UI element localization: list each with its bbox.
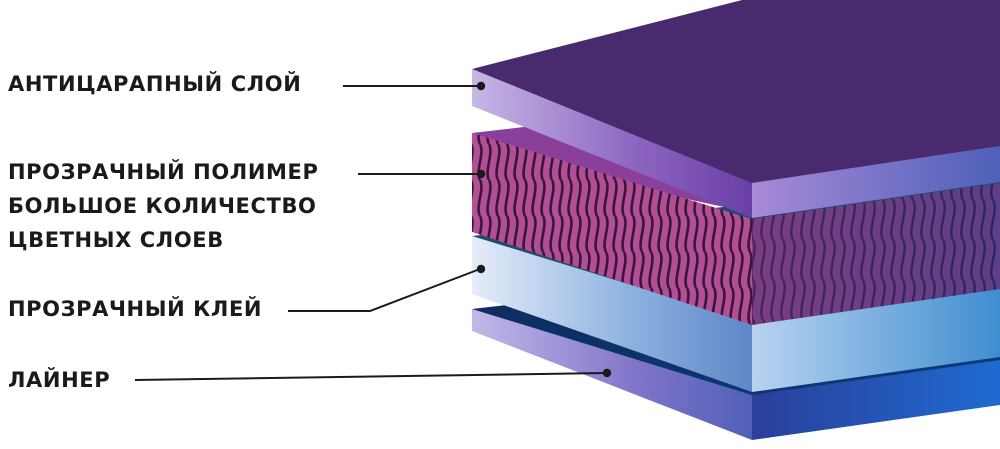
label-anti-scratch-text: АНТИЦАРАПНЫЙ СЛОЙ (8, 72, 302, 96)
label-adhesive-text: ПРОЗРАЧНЫЙ КЛЕЙ (8, 297, 263, 321)
leader-line-adhesive (288, 268, 481, 312)
leader-lines (134, 85, 607, 381)
label-adhesive-layer: ПРОЗРАЧНЫЙ КЛЕЙ (8, 292, 262, 326)
liner-right-face (752, 360, 1000, 440)
marker-dot-liner (602, 368, 612, 378)
liner-front-face (472, 309, 752, 440)
label-polymer-line-3: ЦВЕТНЫХ СЛОЕВ (8, 228, 224, 252)
label-polymer-line-2: БОЛЬШОЕ КОЛИЧЕСТВО (8, 194, 317, 218)
anti-scratch-top-face (472, 0, 1000, 183)
label-polymer-layer: ПРОЗРАЧНЫЙ ПОЛИМЕР БОЛЬШОЕ КОЛИЧЕСТВО ЦВ… (8, 155, 318, 257)
label-liner-layer: ЛАЙНЕР (8, 363, 110, 397)
marker-dot-adhesive (476, 264, 486, 274)
marker-dot-anti-scratch (476, 81, 486, 91)
marker-dots (476, 81, 612, 378)
anti-scratch-right-face (752, 146, 1000, 218)
anti-scratch-layer (472, 0, 1000, 218)
leader-line-liner (134, 372, 607, 381)
marker-dot-polymer (476, 169, 486, 179)
label-liner-text: ЛАЙНЕР (8, 368, 111, 392)
anti-scratch-front-face (472, 69, 752, 218)
label-anti-scratch-layer: АНТИЦАРАПНЫЙ СЛОЙ (8, 67, 301, 101)
polymer-front-face (472, 133, 752, 325)
adhesive-right-face (752, 286, 1000, 392)
label-polymer-line-1: ПРОЗРАЧНЫЙ ПОЛИМЕР (8, 160, 319, 184)
adhesive-front-face (472, 236, 752, 392)
